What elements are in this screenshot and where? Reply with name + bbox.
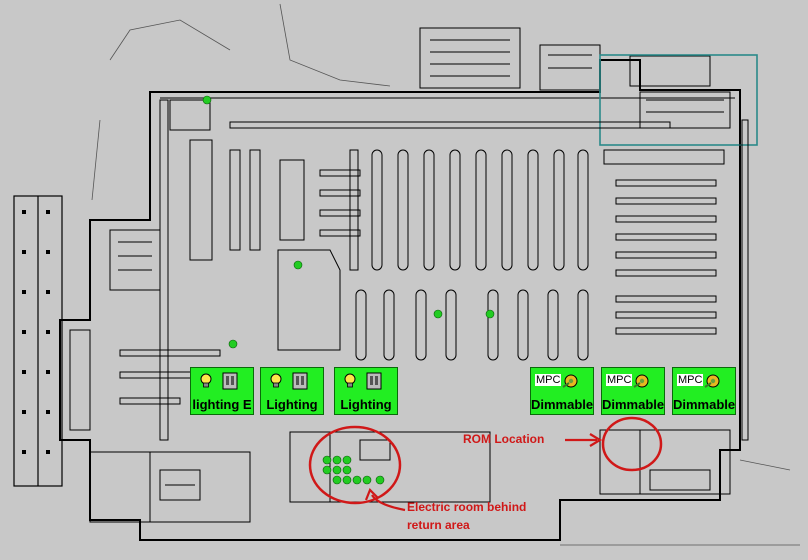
rom-location-circle xyxy=(601,416,663,472)
tile-dimmable-3[interactable]: MPC Dimmable xyxy=(672,367,736,415)
switch-panel-icon xyxy=(366,372,382,390)
tile-lighting-1[interactable]: lighting E xyxy=(190,367,254,415)
electric-room-note-line2: return area xyxy=(407,518,470,532)
tile-label: Dimmable xyxy=(531,397,593,412)
switch-panel-icon xyxy=(292,372,308,390)
center-aisles xyxy=(349,149,589,271)
electric-room-circle xyxy=(308,425,402,505)
site-lines xyxy=(91,3,800,546)
dimmer-gear-icon xyxy=(704,374,720,388)
rom-location-note: ROM Location xyxy=(463,432,545,446)
lightbulb-icon xyxy=(344,373,356,388)
electric-room-markers xyxy=(322,455,385,485)
tile-label: lighting E xyxy=(192,397,252,412)
green-markers xyxy=(202,95,495,349)
mpc-label: MPC xyxy=(677,374,704,386)
tile-lighting-3[interactable]: Lighting xyxy=(334,367,398,415)
lower-aisles xyxy=(355,289,589,361)
tile-label: Dimmable xyxy=(602,397,664,412)
mpc-label: MPC xyxy=(535,374,562,386)
switch-panel-icon xyxy=(222,372,238,390)
tile-label: Lighting xyxy=(266,397,318,412)
dimmer-gear-icon xyxy=(633,374,649,388)
lightbulb-icon xyxy=(270,373,282,388)
electric-room-arrow xyxy=(371,494,406,512)
top-building xyxy=(419,27,731,129)
highlight-frame xyxy=(599,54,758,146)
left-departments xyxy=(69,139,361,431)
tile-label: Lighting xyxy=(340,397,392,412)
tile-dimmable-2[interactable]: MPC Dimmable xyxy=(601,367,665,415)
tile-dimmable-1[interactable]: MPC Dimmable xyxy=(530,367,594,415)
tile-label: Dimmable xyxy=(673,397,735,412)
building-outline xyxy=(59,59,741,541)
lightbulb-icon xyxy=(200,373,212,388)
electric-room-arrow-head xyxy=(364,488,379,501)
right-shelving xyxy=(603,149,725,335)
parking-strip xyxy=(13,195,63,487)
parking-dots xyxy=(22,210,50,454)
mpc-label: MPC xyxy=(606,374,633,386)
tile-lighting-2[interactable]: Lighting xyxy=(260,367,324,415)
dimmer-gear-icon xyxy=(562,374,578,388)
electric-room-note-line1: Electric room behind xyxy=(407,500,527,514)
rom-arrow-head xyxy=(589,433,603,447)
